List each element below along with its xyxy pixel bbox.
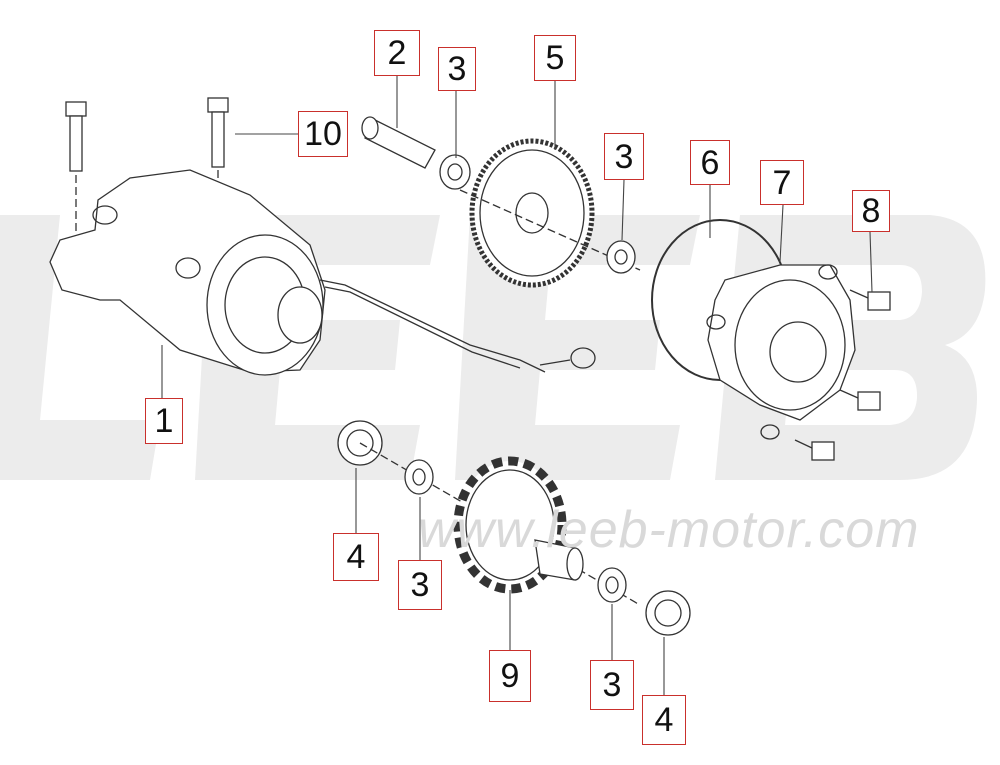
idler-gear — [453, 456, 584, 594]
callout-9: 9 — [489, 650, 531, 702]
callout-3-mid: 3 — [604, 133, 644, 180]
cover-bolts — [794, 289, 891, 461]
starter-motor — [49, 169, 596, 376]
washer-lower-left — [404, 459, 434, 495]
callout-7: 7 — [760, 160, 804, 205]
callout-6: 6 — [690, 140, 730, 185]
leader-lines — [161, 75, 873, 695]
callout-4-right: 4 — [642, 695, 686, 745]
starter-cover — [706, 264, 856, 440]
callout-1: 1 — [145, 398, 183, 444]
callout-3-lower-right: 3 — [590, 660, 634, 710]
washer-mid — [606, 240, 636, 274]
callout-10: 10 — [298, 111, 348, 157]
washer-top — [439, 154, 471, 190]
shaft — [361, 116, 436, 169]
needle-bearing-right — [645, 590, 691, 636]
reduction-gear — [459, 138, 641, 288]
callout-3-lower-left: 3 — [398, 560, 442, 610]
washer-lower-right — [597, 567, 627, 603]
callout-2: 2 — [374, 30, 420, 76]
callout-3-top: 3 — [438, 47, 476, 91]
motor-bolt-left — [65, 101, 87, 290]
callout-4-left: 4 — [333, 533, 379, 581]
watermark-url: www.leeb-motor.com — [418, 501, 920, 559]
callout-5: 5 — [534, 35, 576, 81]
callout-8: 8 — [852, 190, 890, 232]
motor-bolt-right — [207, 97, 229, 195]
part-lines — [49, 75, 891, 695]
